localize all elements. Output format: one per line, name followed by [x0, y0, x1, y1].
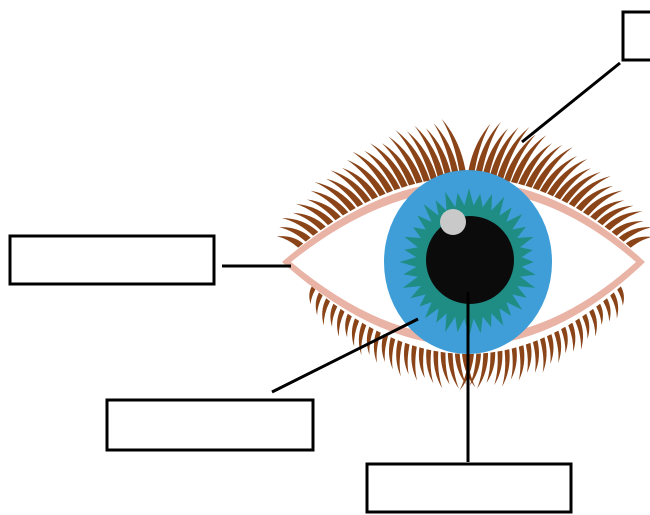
- label-box-iris[interactable]: [107, 400, 313, 450]
- label-box-pupil[interactable]: [367, 464, 571, 512]
- pupil-highlight: [440, 209, 466, 235]
- label-box-eyelashes[interactable]: [623, 12, 650, 60]
- pupil: [426, 216, 514, 304]
- label-box-sclera[interactable]: [10, 236, 214, 284]
